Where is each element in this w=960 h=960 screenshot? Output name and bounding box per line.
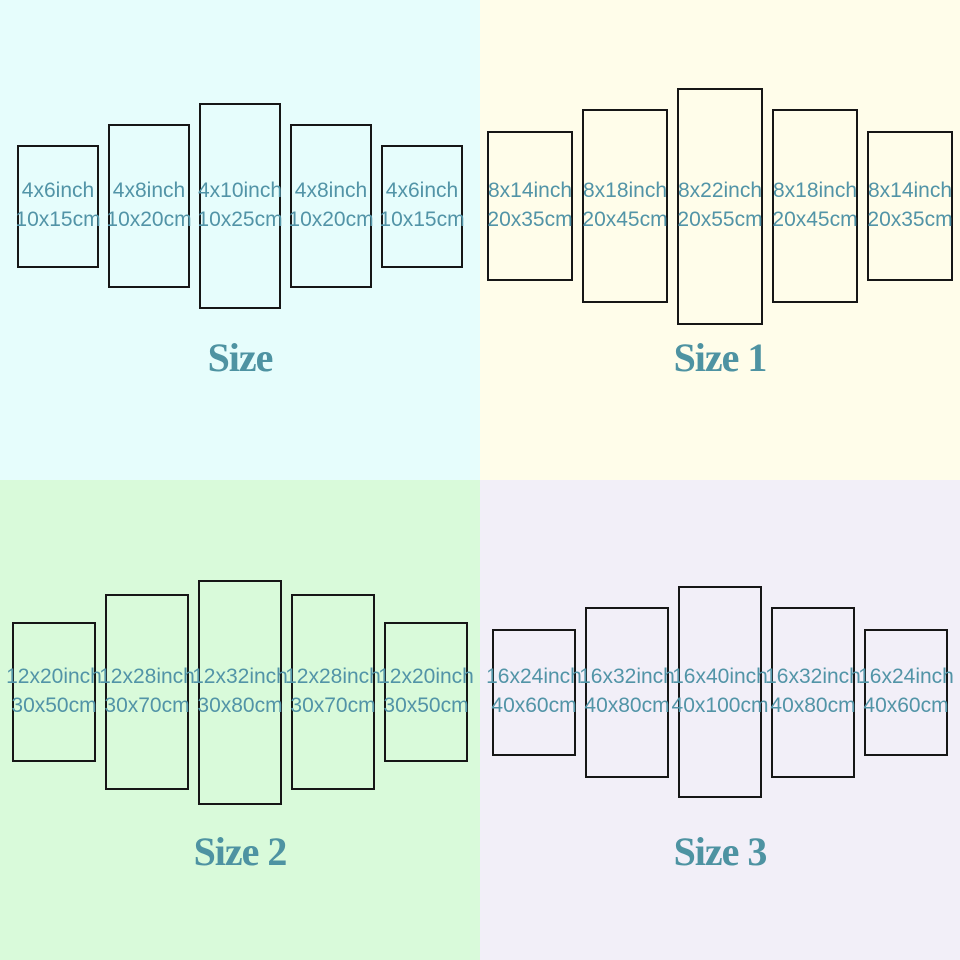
size-cm: 30x50cm (11, 694, 97, 717)
size-inch: 12x28inch (285, 665, 381, 689)
size-inch: 8x18inch (772, 179, 858, 203)
canvas-panel: 16x40inch 40x100cm (672, 586, 768, 798)
canvas-panel: 4x8inch 10x20cm (106, 124, 192, 288)
size-cm: 10x15cm (15, 208, 101, 231)
size-cm: 40x60cm (863, 694, 949, 717)
panel-group: 8x14inch 20x35cm 8x18inch 20x45cm 8x22in… (480, 0, 960, 412)
size-chart-quadrant-3: 12x20inch 30x50cm 12x28inch 30x70cm 12x3… (0, 480, 480, 960)
canvas-panel: 4x6inch 10x15cm (379, 144, 465, 268)
size-inch: 4x6inch (21, 179, 95, 203)
size-title: Size (207, 335, 274, 380)
size-inch: 16x40inch (672, 665, 768, 689)
panel-group: 4x6inch 10x15cm 4x8inch 10x20cm 4x10inch… (0, 0, 480, 412)
panel-size-label: 16x24inch 40x60cm (858, 663, 954, 721)
panel-size-label: 16x32inch 40x80cm (765, 663, 861, 721)
panel-size-label: 12x20inch 30x50cm (6, 663, 102, 721)
size-inch: 12x32inch (192, 665, 288, 689)
size-cm: 20x35cm (867, 208, 953, 231)
canvas-panel: 8x18inch 20x45cm (582, 109, 668, 303)
canvas-panel: 8x14inch 20x35cm (867, 131, 953, 281)
canvas-panel: 8x22inch 20x55cm (677, 87, 763, 325)
canvas-panel: 8x14inch 20x35cm (487, 131, 573, 281)
size-inch: 4x10inch (197, 179, 283, 203)
canvas-panel: 16x32inch 40x80cm (579, 606, 675, 778)
size-chart-quadrant-4: 16x24inch 40x60cm 16x32inch 40x80cm 16x4… (480, 480, 960, 960)
size-title: Size 1 (673, 335, 768, 380)
size-inch: 8x18inch (582, 179, 668, 203)
panel-size-label: 4x10inch 10x25cm (197, 177, 282, 235)
panel-size-label: 4x6inch 10x15cm (15, 177, 100, 235)
size-cm: 20x45cm (772, 208, 858, 231)
size-cm: 10x20cm (106, 208, 192, 231)
panel-size-label: 12x28inch 30x70cm (285, 663, 381, 721)
size-inch: 4x6inch (385, 179, 459, 203)
canvas-panel: 8x18inch 20x45cm (772, 109, 858, 303)
size-inch: 8x22inch (677, 179, 763, 203)
panel-size-label: 8x22inch 20x55cm (677, 177, 762, 235)
panel-size-label: 8x18inch 20x45cm (772, 177, 857, 235)
size-cm: 30x70cm (290, 694, 376, 717)
size-cm: 40x100cm (671, 694, 769, 717)
size-inch: 4x8inch (112, 179, 186, 203)
canvas-panel: 12x20inch 30x50cm (378, 622, 474, 762)
size-chart-quadrant-2: 8x14inch 20x35cm 8x18inch 20x45cm 8x22in… (480, 0, 960, 480)
canvas-panel: 4x6inch 10x15cm (15, 144, 101, 268)
size-cm: 10x20cm (288, 208, 374, 231)
size-chart-quadrant-1: 4x6inch 10x15cm 4x8inch 10x20cm 4x10inch… (0, 0, 480, 480)
size-inch: 16x24inch (858, 665, 954, 689)
panel-group: 16x24inch 40x60cm 16x32inch 40x80cm 16x4… (480, 480, 960, 904)
size-cm: 10x25cm (197, 208, 283, 231)
size-cm: 30x50cm (383, 694, 469, 717)
canvas-panel: 12x32inch 30x80cm (192, 579, 288, 805)
canvas-panel: 16x32inch 40x80cm (765, 606, 861, 778)
panel-size-label: 12x32inch 30x80cm (192, 663, 288, 721)
size-cm: 20x35cm (487, 208, 573, 231)
canvas-panel: 12x20inch 30x50cm (6, 622, 102, 762)
panel-size-label: 12x20inch 30x50cm (378, 663, 474, 721)
panel-size-label: 12x28inch 30x70cm (99, 663, 195, 721)
size-inch: 16x32inch (765, 665, 861, 689)
size-inch: 12x20inch (378, 665, 474, 689)
panel-size-label: 8x18inch 20x45cm (582, 177, 667, 235)
canvas-panel: 16x24inch 40x60cm (858, 628, 954, 756)
panel-size-label: 8x14inch 20x35cm (487, 177, 572, 235)
size-cm: 20x55cm (677, 208, 763, 231)
size-inch: 16x32inch (579, 665, 675, 689)
size-title: Size 3 (673, 829, 768, 874)
panel-size-label: 4x8inch 10x20cm (288, 177, 373, 235)
canvas-panel: 4x8inch 10x20cm (288, 124, 374, 288)
canvas-panel: 12x28inch 30x70cm (285, 594, 381, 790)
panel-size-label: 16x32inch 40x80cm (579, 663, 675, 721)
size-inch: 12x28inch (99, 665, 195, 689)
panel-size-label: 4x8inch 10x20cm (106, 177, 191, 235)
panel-size-label: 16x40inch 40x100cm (672, 663, 769, 721)
size-cm: 40x80cm (770, 694, 856, 717)
size-inch: 8x14inch (867, 179, 953, 203)
size-cm: 30x80cm (197, 694, 283, 717)
panel-size-label: 4x6inch 10x15cm (379, 177, 464, 235)
size-cm: 30x70cm (104, 694, 190, 717)
size-cm: 20x45cm (582, 208, 668, 231)
size-cm: 40x60cm (491, 694, 577, 717)
size-inch: 8x14inch (487, 179, 573, 203)
size-cm: 40x80cm (584, 694, 670, 717)
size-inch: 4x8inch (294, 179, 368, 203)
size-inch: 16x24inch (486, 665, 582, 689)
size-title: Size 2 (193, 829, 288, 874)
canvas-panel: 12x28inch 30x70cm (99, 594, 195, 790)
size-cm: 10x15cm (379, 208, 465, 231)
size-inch: 12x20inch (6, 665, 102, 689)
panel-size-label: 8x14inch 20x35cm (867, 177, 952, 235)
canvas-panel: 4x10inch 10x25cm (197, 103, 283, 309)
panel-size-label: 16x24inch 40x60cm (486, 663, 582, 721)
panel-group: 12x20inch 30x50cm 12x28inch 30x70cm 12x3… (0, 480, 480, 904)
canvas-panel: 16x24inch 40x60cm (486, 628, 582, 756)
